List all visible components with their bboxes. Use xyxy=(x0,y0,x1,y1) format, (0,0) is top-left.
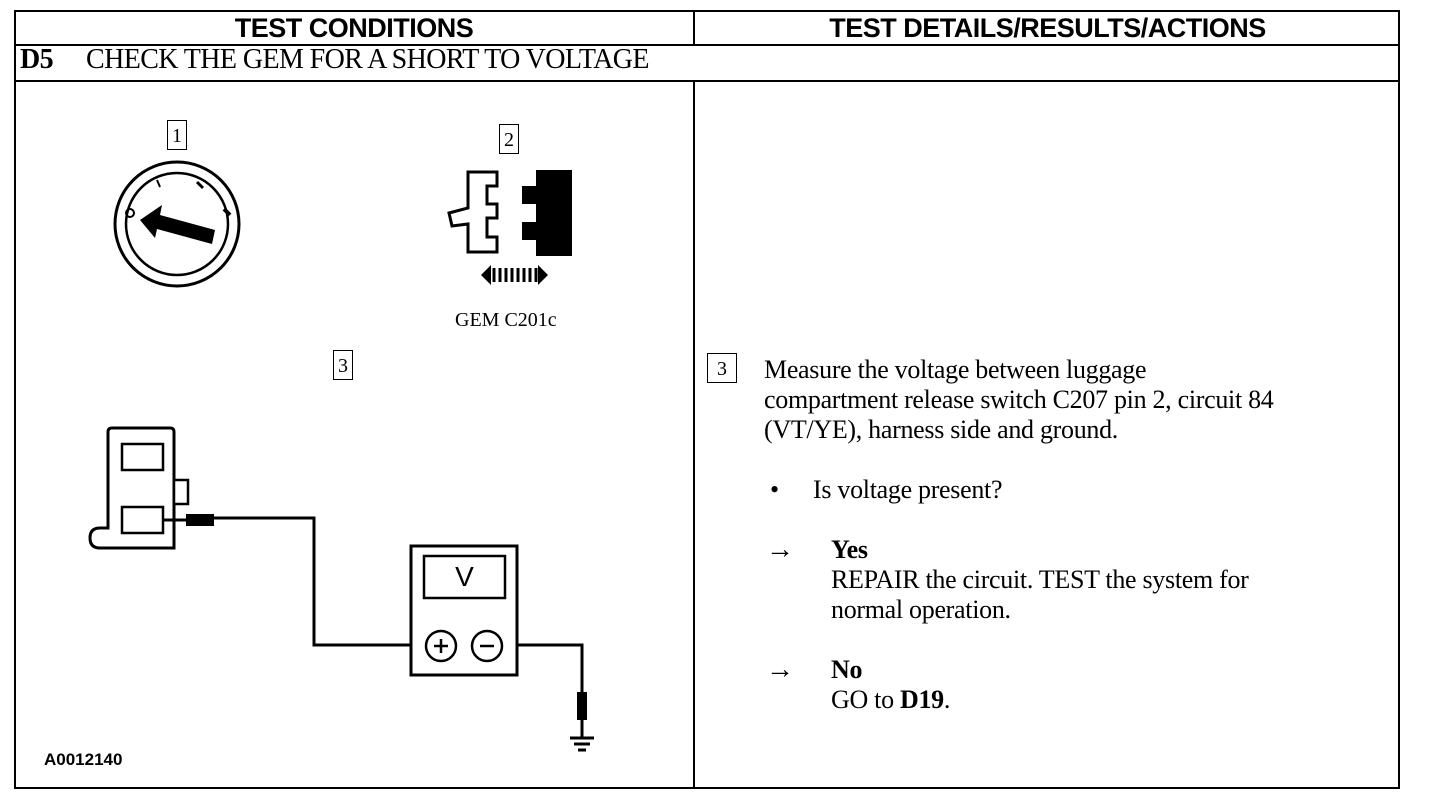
column-divider xyxy=(693,80,695,789)
switch-connector-icon xyxy=(88,426,214,550)
instruction-text: Measure the voltage between luggage comp… xyxy=(764,355,1274,445)
bullet-icon: • xyxy=(770,475,780,504)
step-divider xyxy=(14,80,1400,82)
no-action-prefix: GO to xyxy=(831,685,900,714)
yes-result: Yes REPAIR the circuit. TEST the system … xyxy=(831,535,1249,625)
question-text: Is voltage present? xyxy=(813,475,1003,504)
step-title-row: D5 CHECK THE GEM FOR A SHORT TO VOLTAGE xyxy=(20,44,649,76)
no-action: GO to D19. xyxy=(831,685,950,715)
ignition-switch-icon xyxy=(113,160,241,288)
column-divider-top xyxy=(693,10,695,44)
yes-action-line-2: normal operation. xyxy=(831,595,1011,624)
table-frame xyxy=(14,10,1400,789)
figure-id: A0012140 xyxy=(44,750,123,769)
no-action-suffix: . xyxy=(943,685,951,714)
figure-label-3: 3 xyxy=(333,350,353,380)
figure-label-1: 1 xyxy=(167,120,187,150)
yes-action-line-1: REPAIR the circuit. TEST the system for xyxy=(831,565,1249,594)
details-step-label: 3 xyxy=(707,353,737,383)
header-test-details: TEST DETAILS/RESULTS/ACTIONS xyxy=(829,13,1266,43)
instruction-line-2: compartment release switch C207 pin 2, c… xyxy=(764,385,1274,414)
connector-caption: GEM C201c xyxy=(455,309,557,331)
yes-arrow-icon: → xyxy=(766,534,794,565)
no-label: No xyxy=(831,655,863,684)
no-result: No GO to D19. xyxy=(831,655,950,715)
instruction-line-1: Measure the voltage between luggage xyxy=(764,355,1147,384)
test-lead-wires xyxy=(212,516,584,694)
no-action-target[interactable]: D19 xyxy=(899,685,944,714)
figure-label-2: 2 xyxy=(499,124,519,154)
header-test-conditions: TEST CONDITIONS xyxy=(234,13,474,43)
instruction-line-3: (VT/YE), harness side and ground. xyxy=(764,415,1119,444)
yes-label: Yes xyxy=(831,535,868,564)
ground-icon xyxy=(570,692,594,752)
meter-symbol: V xyxy=(455,561,474,592)
voltmeter-icon xyxy=(409,544,519,677)
step-code: D5 xyxy=(20,44,54,75)
connector-disconnect-icon xyxy=(447,170,572,285)
header-divider xyxy=(14,44,1400,46)
no-arrow-icon: → xyxy=(766,654,794,685)
step-title: CHECK THE GEM FOR A SHORT TO VOLTAGE xyxy=(86,44,649,75)
